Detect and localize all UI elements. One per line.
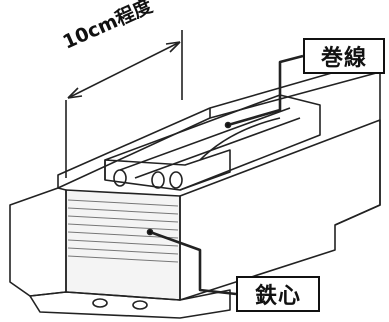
channel-top-edge xyxy=(57,61,381,188)
coil-end-cap xyxy=(104,149,231,191)
coil-housing-ridge xyxy=(119,107,291,171)
coil-label: 巻線 xyxy=(303,38,385,74)
coil-leader-line xyxy=(227,54,304,127)
dimension-arrowhead-right xyxy=(165,41,181,53)
core-label: 鉄心 xyxy=(236,276,320,312)
bolt-3 xyxy=(169,171,183,189)
base-hole-1 xyxy=(92,298,108,308)
bolt-2 xyxy=(151,171,165,189)
coil-leader-dot xyxy=(224,121,232,129)
dimension-arrowhead-left xyxy=(67,87,83,99)
dimension-line xyxy=(67,41,181,99)
core-leader-line xyxy=(149,230,237,296)
core-leader-dot xyxy=(146,228,154,236)
bolt-1 xyxy=(113,169,127,187)
base-hole-2 xyxy=(132,300,148,310)
base-plate xyxy=(29,289,231,319)
core-side-face xyxy=(179,119,381,301)
coil-housing-ridge-2 xyxy=(134,117,301,179)
coil-bulge xyxy=(199,117,281,161)
left-flange xyxy=(9,187,67,297)
